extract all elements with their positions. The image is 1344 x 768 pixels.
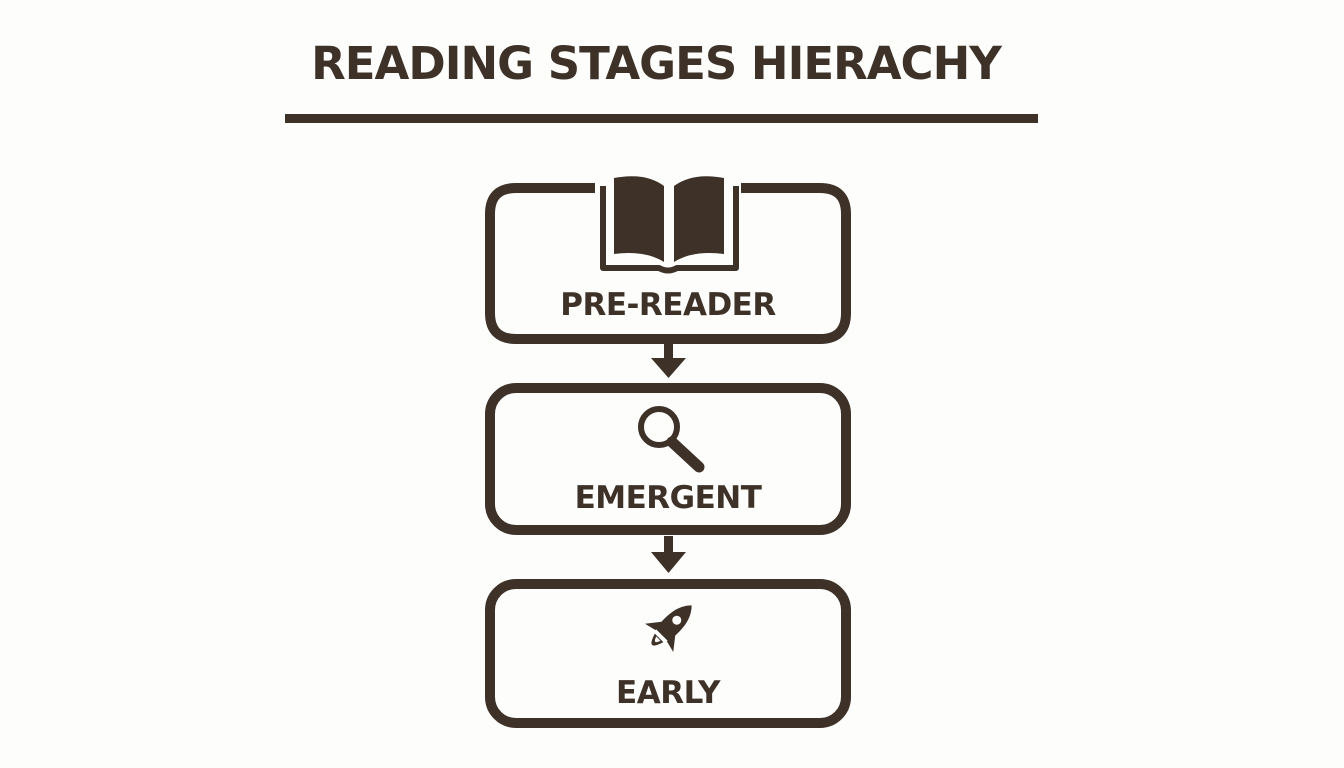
stage-box-early: EARLY [485, 579, 851, 728]
rocket-icon [644, 605, 692, 653]
open-book-icon [600, 176, 739, 274]
stage-box-pre-reader: PRE-READER [485, 176, 851, 344]
stage-box-emergent: EMERGENT [485, 383, 851, 535]
arrow-down-2 [651, 536, 686, 573]
stage-label-early: EARLY [616, 675, 721, 711]
diagram-title: READING STAGES HIERACHY [311, 37, 1003, 90]
stage-box-outline [485, 579, 851, 728]
arrow-down-1 [651, 344, 686, 378]
stage-label-pre-reader: PRE-READER [560, 287, 776, 323]
stage-box-outline [485, 183, 851, 344]
title-underline [285, 114, 1038, 123]
magnifying-glass-icon [638, 406, 705, 473]
stage-box-outline [485, 383, 851, 535]
stage-label-emergent: EMERGENT [575, 480, 762, 516]
